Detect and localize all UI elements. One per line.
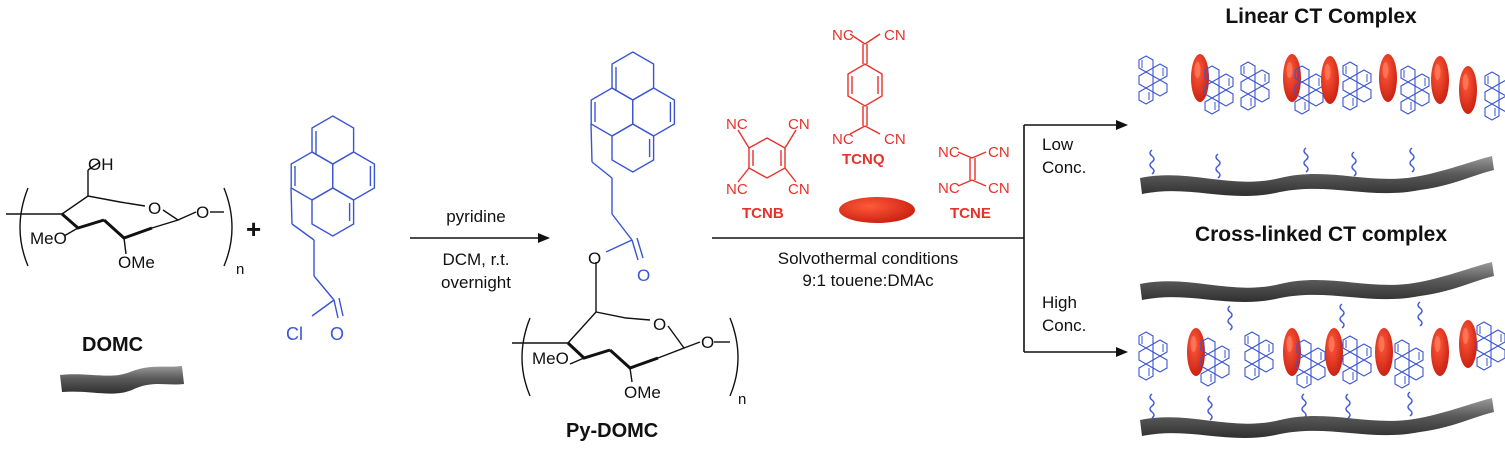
low-label-2: Conc. <box>1042 158 1086 177</box>
tcnq-structure <box>847 33 883 135</box>
crosslinked-title: Cross-linked CT complex <box>1195 223 1447 246</box>
py-domc-ome: OMe <box>624 383 661 402</box>
tcnb-nc3: NC <box>726 181 748 198</box>
high-label-2: Conc. <box>1042 316 1086 335</box>
tcnq-nc1: NC <box>832 27 854 44</box>
tcnb-structure <box>737 129 797 183</box>
domc-ome-label: OMe <box>118 253 155 272</box>
tcne-cn2: CN <box>988 144 1010 161</box>
acceptor-disc-icon <box>839 197 915 223</box>
domc-name: DOMC <box>82 334 143 356</box>
py-domc-ring-o: O <box>653 315 666 334</box>
linear-title: Linear CT Complex <box>1225 5 1417 28</box>
domc-oh-label: OH <box>88 155 114 174</box>
acyl-cl-label: Cl <box>286 324 303 344</box>
crosslinked-ct-assembly <box>1138 262 1505 438</box>
right-bracket <box>223 187 233 267</box>
crosslinked-bottom-chain <box>1140 398 1494 438</box>
high-label-1: High <box>1042 293 1077 312</box>
domc-structure <box>6 161 233 267</box>
step1-time: overnight <box>441 273 511 292</box>
domc-o-link-label: O <box>196 203 209 222</box>
step2-solvent: 9:1 touene:DMAc <box>802 271 934 290</box>
py-domc-structure <box>512 51 739 397</box>
pyrene-acyl-chloride <box>290 115 376 319</box>
tcnb-name: TCNB <box>742 205 784 222</box>
py-domc-ester-o1: O <box>588 249 601 268</box>
step1-reagent: pyridine <box>446 207 506 226</box>
tcne-nc1: NC <box>938 144 960 161</box>
crosslinked-top-chain <box>1140 262 1494 302</box>
left-bracket <box>19 187 29 267</box>
step2-conditions: Solvothermal conditions <box>778 249 958 268</box>
tcnb-nc1: NC <box>726 116 748 133</box>
tcnq-name: TCNQ <box>842 151 885 168</box>
plus-sign: + <box>246 214 261 244</box>
linear-ct-assembly <box>1138 54 1505 196</box>
tcne-structure <box>957 151 987 187</box>
tcne-nc3: NC <box>938 180 960 197</box>
linear-polymer-chain <box>1140 156 1494 196</box>
py-domc-n: n <box>738 391 746 408</box>
domc-meo-label: MeO <box>30 229 67 248</box>
tcnb-cn2: CN <box>788 116 810 133</box>
tcnq-nc3: NC <box>832 131 854 148</box>
domc-chain-icon <box>60 366 184 394</box>
tcne-name: TCNE <box>950 205 991 222</box>
tcnb-cn4: CN <box>788 181 810 198</box>
py-domc-meo: MeO <box>532 349 569 368</box>
domc-n-label: n <box>236 261 244 278</box>
py-domc-o-link: O <box>701 333 714 352</box>
low-label-1: Low <box>1042 135 1074 154</box>
tcnq-cn2: CN <box>884 27 906 44</box>
py-domc-name: Py-DOMC <box>566 420 658 442</box>
tcne-cn4: CN <box>988 180 1010 197</box>
acyl-o-label: O <box>330 324 344 344</box>
step1-solvent: DCM, r.t. <box>442 250 509 269</box>
domc-ring-o-label: O <box>148 199 161 218</box>
tcnq-cn4: CN <box>884 131 906 148</box>
py-domc-ester-o2: O <box>637 266 650 285</box>
